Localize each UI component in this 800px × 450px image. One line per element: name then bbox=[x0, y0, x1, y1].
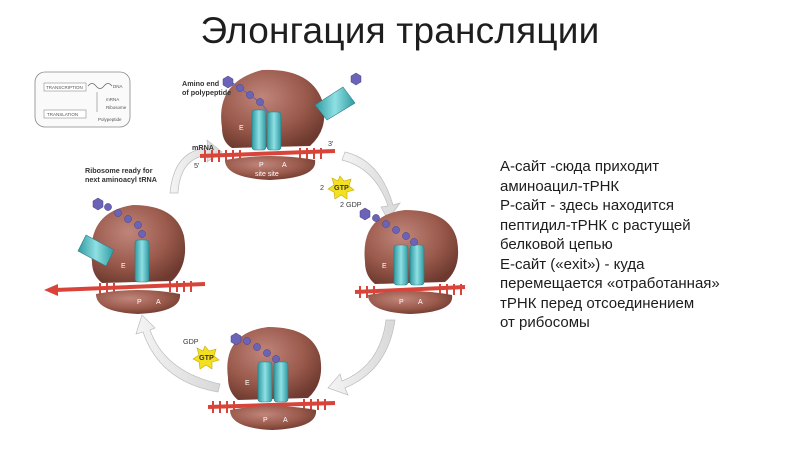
desc-line-2: аминоацил-тРНК bbox=[500, 177, 620, 195]
two-gtp-label: 2 bbox=[320, 183, 324, 192]
mrna-ticks-1 bbox=[204, 148, 322, 162]
three-prime-label: 3' bbox=[328, 139, 334, 148]
site-e-label-2: E bbox=[382, 263, 387, 270]
gtp-badge-top: 2 GTP 2 GDP bbox=[320, 175, 362, 209]
desc-line-6: Е-сайт («exit») - куда bbox=[500, 255, 645, 273]
mrna-strand-4 bbox=[54, 282, 206, 292]
site-p-label-3: P bbox=[263, 417, 268, 424]
ribosome-ready-label: Ribosome ready for bbox=[85, 166, 153, 175]
ribosome-small-3 bbox=[230, 406, 317, 430]
site-e-label-1: E bbox=[239, 125, 244, 132]
trna-p-4 bbox=[134, 239, 150, 283]
exiting-trna-4 bbox=[77, 234, 115, 267]
site-p-label-4: P bbox=[137, 299, 142, 306]
amino-end-label: Amino end bbox=[182, 79, 219, 88]
site-a-label-2: A bbox=[418, 299, 423, 306]
arrow-left-to-top bbox=[169, 139, 223, 194]
mrna-strand-3 bbox=[207, 401, 336, 409]
site-description: А-сайт -сюда приходит аминоацил-тРНК Р-с… bbox=[500, 157, 790, 333]
desc-line-4: пептидил-тРНК с растущей bbox=[500, 216, 691, 234]
mrna-ticks-3 bbox=[212, 399, 326, 413]
desc-line-3: Р-сайт - здесь находится bbox=[500, 197, 674, 214]
arrow-top-to-right bbox=[341, 151, 401, 221]
peptide-beads-2 bbox=[359, 207, 418, 246]
desc-line-8: тРНК перед отсоединением bbox=[500, 294, 695, 312]
inset-dna-label: DNA bbox=[113, 84, 123, 89]
site-e-label-4: E bbox=[121, 263, 126, 270]
gtp-star-bottom bbox=[192, 345, 220, 370]
gtp-label-top: GTP bbox=[334, 183, 349, 192]
inset-overview: TRANSCRIPTION TRANSLATION DNA mRNA Ribos… bbox=[34, 71, 131, 128]
ribosome-small-2 bbox=[368, 291, 453, 314]
gtp-label-bottom: GTP bbox=[199, 353, 214, 362]
inset-dna-strand bbox=[87, 83, 113, 89]
ribosome-stage-3: E P A bbox=[207, 327, 336, 430]
of-polypeptide-label: of polypeptide bbox=[182, 88, 231, 97]
inset-translation-label: TRANSLATION bbox=[47, 112, 78, 117]
mrna-strand-1 bbox=[199, 149, 336, 158]
next-trna-label: next aminoacyl tRNA bbox=[85, 175, 157, 184]
inset-translation-box bbox=[43, 109, 87, 119]
incoming-trna-1 bbox=[314, 86, 356, 121]
desc-line-5: белковой цепью bbox=[500, 236, 613, 253]
peptide-beads-1 bbox=[222, 72, 362, 106]
ribosome-small-4 bbox=[96, 290, 181, 314]
peptide-beads-3 bbox=[230, 332, 280, 363]
desc-line-7: перемещается «отработанная» bbox=[500, 275, 720, 292]
trna-p-1 bbox=[266, 111, 282, 151]
gtp-star-top bbox=[327, 175, 355, 200]
trna-p-2 bbox=[393, 244, 409, 286]
site-site-label: site site bbox=[255, 171, 279, 178]
trna-a-2 bbox=[409, 244, 425, 286]
gdp-label: GDP bbox=[183, 337, 199, 346]
peptide-beads-4 bbox=[92, 197, 146, 238]
exit-arrow-head bbox=[44, 284, 58, 296]
ribosome-large-1 bbox=[221, 69, 325, 148]
site-a-label-3: A bbox=[283, 417, 288, 424]
inset-mrna-label: mRNA bbox=[106, 97, 119, 102]
ribosome-small-1 bbox=[225, 156, 316, 180]
inset-transcription-box bbox=[43, 82, 87, 92]
mrna-ticks-2 bbox=[359, 284, 462, 298]
mrna-ticks-4 bbox=[99, 281, 192, 295]
two-gdp-label: 2 GDP bbox=[340, 200, 362, 209]
arrow-bottom-to-left bbox=[135, 314, 221, 393]
trna-p-3 bbox=[257, 361, 273, 403]
inset-ribosome-label: Ribosome bbox=[106, 105, 127, 110]
desc-line-1: А-сайт -сюда приходит bbox=[500, 158, 660, 175]
five-prime-label: 5' bbox=[194, 161, 200, 170]
site-a-label-4: A bbox=[156, 299, 161, 306]
site-e-label-3: E bbox=[245, 380, 250, 387]
inset-polypeptide-label: Polypeptide bbox=[98, 117, 122, 122]
trna-a-3 bbox=[273, 361, 289, 403]
gtp-badge-bottom: GDP GTP bbox=[183, 337, 220, 370]
ribosome-stage-2: E P A bbox=[354, 207, 466, 314]
desc-line-9: от рибосомы bbox=[500, 314, 590, 331]
site-a-label-1: A bbox=[282, 162, 287, 169]
site-p-label-1: P bbox=[259, 162, 264, 169]
arrow-right-to-bottom bbox=[327, 319, 396, 396]
trna-e-1 bbox=[251, 109, 267, 151]
inset-transcription-label: TRANSCRIPTION bbox=[46, 85, 83, 90]
slide-title: Элонгация трансляции bbox=[200, 10, 600, 51]
ribosome-stage-1: Amino end of polypeptide mRNA 3' 5' E P … bbox=[182, 69, 362, 180]
cycle-arrows bbox=[135, 139, 401, 396]
ribosome-stage-4: E P A Ribosome ready for next aminoacyl … bbox=[44, 166, 206, 314]
mrna-label: mRNA bbox=[192, 143, 214, 152]
site-p-label-2: P bbox=[399, 299, 404, 306]
